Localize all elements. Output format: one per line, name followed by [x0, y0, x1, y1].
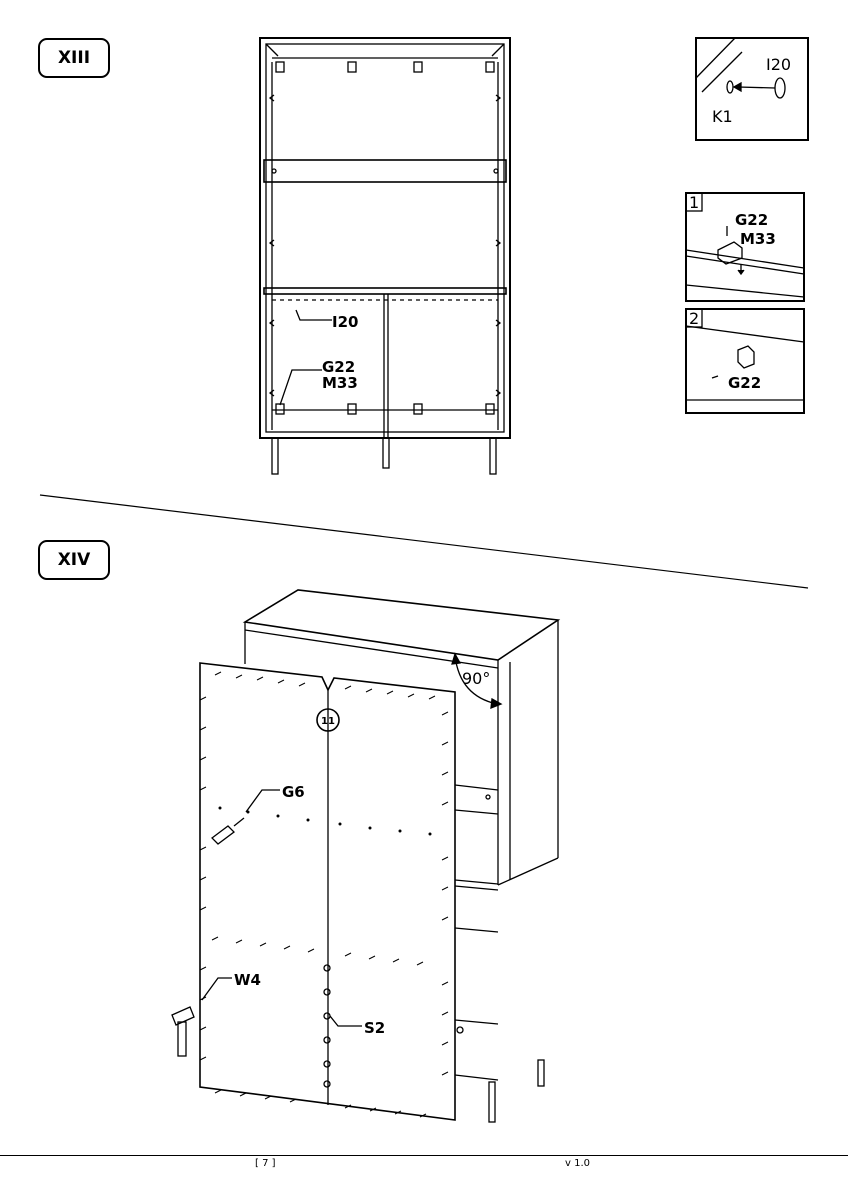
xiv-label-w4: W4	[234, 971, 261, 989]
xiii-label-g22: G22	[322, 358, 355, 376]
page-number: [ 7 ]	[255, 1158, 276, 1169]
detail-1-number: 1	[689, 193, 699, 212]
xiii-label-m33: M33	[322, 374, 358, 392]
angle-label: 90°	[462, 669, 490, 688]
dowel-label-i20: I20	[766, 55, 791, 74]
cabinet-front-view	[259, 37, 511, 475]
dowel-label-k1: K1	[712, 107, 733, 126]
footer-rule	[0, 1155, 848, 1156]
detail-2-label-g22: G22	[728, 374, 761, 392]
detail-1-label-m33: M33	[740, 230, 776, 248]
xiv-label-s2: S2	[364, 1019, 385, 1037]
detail-2-box	[685, 308, 805, 414]
xiv-label-g6: G6	[282, 783, 305, 801]
detail-1-label-g22: G22	[735, 211, 768, 229]
cabinet-perspective-view	[171, 589, 561, 1123]
detail-dowel-box	[695, 37, 809, 141]
detail-2-number: 2	[689, 309, 699, 328]
xiii-label-i20: I20	[332, 313, 358, 331]
part-number-label: 11	[321, 716, 335, 727]
detail-1-box	[685, 192, 805, 302]
version-label: v 1.0	[565, 1158, 590, 1169]
step-badge-xiii: XIII	[38, 38, 110, 78]
step-badge-xiv: XIV	[38, 540, 110, 580]
